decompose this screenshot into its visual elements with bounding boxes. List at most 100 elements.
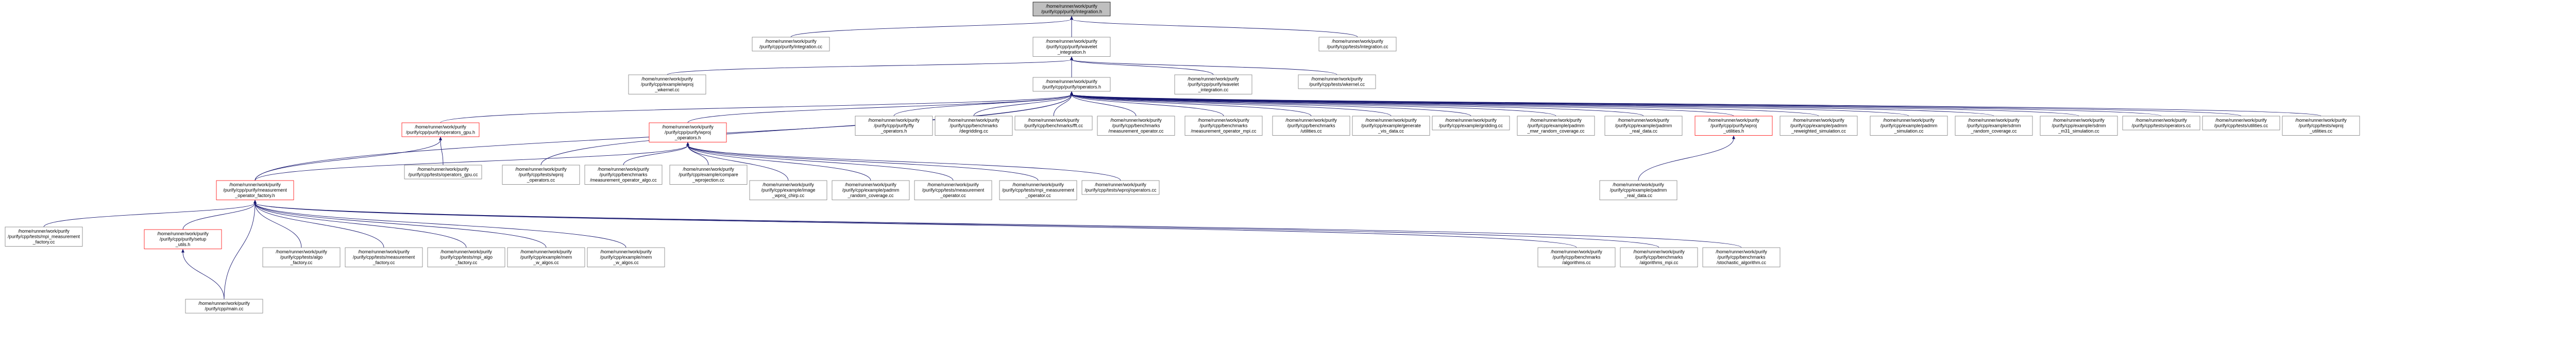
node-box <box>669 165 748 185</box>
graph-node[interactable]: /home/runner/work/purify/purify/cpp/exam… <box>669 165 748 185</box>
graph-node[interactable]: /home/runner/work/purify/purify/cpp/benc… <box>1620 247 1698 267</box>
node-label: /purify/cpp/tests/wproj <box>2298 123 2343 128</box>
graph-node[interactable]: /home/runner/work/purify/purify/cpp/exam… <box>1432 116 1510 131</box>
node-label: /algorithms.cc <box>1562 260 1591 265</box>
graph-node[interactable]: /home/runner/work/purify/purify/cpp/puri… <box>1174 74 1252 94</box>
node-label: /purify/cpp/tests/measurement <box>353 255 415 260</box>
node-label: _integration.h <box>1057 50 1086 55</box>
graph-node[interactable]: /home/runner/work/purify/purify/cpp/benc… <box>1272 116 1350 136</box>
node-box <box>345 247 423 267</box>
node-label: /stochastic_algorithm.cc <box>1717 260 1767 265</box>
graph-node[interactable]: /home/runner/work/purify/purify/cpp/exam… <box>1352 116 1430 136</box>
graph-node[interactable]: /home/runner/work/purify/purify/cpp/exam… <box>1870 116 1948 136</box>
node-label: /home/runner/work/purify <box>598 167 649 172</box>
arrow-head <box>686 142 689 146</box>
node-label: _integration.cc <box>1198 87 1229 92</box>
graph-node[interactable]: /home/runner/work/purify/purify/cpp/test… <box>2202 116 2280 131</box>
graph-node[interactable]: /home/runner/work/purify/purify/cpp/test… <box>1081 180 1160 195</box>
graph-node[interactable]: /home/runner/work/purify/purify/cpp/puri… <box>144 229 222 249</box>
arrow-head <box>181 249 184 253</box>
dependency-edge <box>1071 94 1312 117</box>
graph-node[interactable]: /home/runner/work/purify/purify/cpp/benc… <box>1184 116 1263 136</box>
graph-node[interactable]: /home/runner/work/purify/purify/cpp/exam… <box>1780 116 1858 136</box>
node-layer: /home/runner/work/purify/purify/cpp/puri… <box>5 2 2360 314</box>
graph-node[interactable]: /home/runner/work/purify/purify/cpp/puri… <box>1694 116 1773 136</box>
node-label: /degridding.cc <box>959 128 989 134</box>
node-box <box>1032 2 1111 17</box>
graph-node[interactable]: /home/runner/work/purify/purify/cpp/exam… <box>1517 116 1595 136</box>
node-label: /home/runner/work/purify <box>1110 118 1162 123</box>
graph-node[interactable]: /home/runner/work/purify/purify/cpp/exam… <box>1604 116 1683 136</box>
node-label: /purify/cpp/purify/integration.cc <box>759 44 823 50</box>
graph-node[interactable]: /home/runner/work/purify/purify/cpp/test… <box>914 180 992 200</box>
node-label: _real_data.cc <box>1629 128 1658 134</box>
node-label: /home/runner/work/purify <box>641 76 693 82</box>
graph-node[interactable]: /home/runner/work/purify/purify/cpp/benc… <box>584 165 663 185</box>
node-label: /home/runner/work/purify <box>1613 182 1664 187</box>
graph-node[interactable]: /home/runner/work/purify/purify/cpp/puri… <box>649 122 727 142</box>
node-label: /purify/cpp/example/sdmm <box>2052 123 2106 128</box>
node-label: /home/runner/work/purify <box>2136 118 2187 123</box>
graph-node[interactable]: /home/runner/work/purify/purify/cpp/puri… <box>1032 77 1111 92</box>
node-label: /purify/cpp/example/padmm <box>842 188 900 193</box>
graph-node[interactable]: /home/runner/work/purify/purify/cpp/benc… <box>935 116 1013 136</box>
node-label: /home/runner/work/purify <box>2295 118 2347 123</box>
graph-node[interactable]: /home/runner/work/purify/purify/cpp/benc… <box>1097 116 1175 136</box>
node-label: /purify/cpp/purify/fly <box>874 123 914 128</box>
graph-node[interactable]: /home/runner/work/purify/purify/cpp/exam… <box>2040 116 2118 136</box>
node-label: _operators.h <box>674 135 701 140</box>
graph-node[interactable]: /home/runner/work/purify/purify/cpp/test… <box>2282 116 2360 136</box>
node-label: /home/runner/work/purify <box>2053 118 2105 123</box>
node-label: /home/runner/work/purify <box>1332 39 1383 44</box>
graph-node[interactable]: /home/runner/work/purify/purify/cpp/puri… <box>216 180 294 200</box>
graph-node[interactable]: /home/runner/work/purify/purify/cpp/test… <box>1298 74 1376 89</box>
node-label: /purify/cpp/example/sdmm <box>1967 123 2021 128</box>
graph-node[interactable]: /home/runner/work/purify/purify/cpp/test… <box>427 247 505 267</box>
node-label: _operator.cc <box>940 193 966 198</box>
node-label: /purify/cpp/example/padmm <box>1790 123 1848 128</box>
graph-node[interactable]: /home/runner/work/purify/purify/cpp/puri… <box>401 122 480 137</box>
graph-node[interactable]: /home/runner/work/purify/purify/cpp/exam… <box>587 247 665 267</box>
graph-node[interactable]: /home/runner/work/purify/purify/cpp/exam… <box>1955 116 2033 136</box>
node-label: /home/runner/work/purify <box>1365 118 1417 123</box>
node-label: _random_coverage.cc <box>847 193 894 198</box>
node-box <box>749 180 827 200</box>
graph-node[interactable]: /home/runner/work/purify/purify/cpp/test… <box>345 247 423 267</box>
node-label: /purify/cpp/benchmarks <box>1635 255 1683 260</box>
dependency-edge <box>1071 94 1644 117</box>
graph-node[interactable]: /home/runner/work/purify/purify/cpp/exam… <box>832 180 910 200</box>
node-label: /algorithms_mpi.cc <box>1639 260 1679 265</box>
graph-node[interactable]: /home/runner/work/purify/purify/cpp/test… <box>262 247 341 267</box>
graph-node[interactable]: /home/runner/work/purify/purify/cpp/test… <box>404 165 482 180</box>
node-box <box>262 247 341 267</box>
graph-node[interactable]: /home/runner/work/purify/purify/cpp/main… <box>185 299 263 314</box>
arrow-head <box>1732 135 1735 139</box>
graph-node[interactable]: /home/runner/work/purify/purify/cpp/benc… <box>1014 116 1093 131</box>
graph-node[interactable]: /home/runner/work/purify/purify/cpp/puri… <box>855 116 933 136</box>
node-box <box>1298 74 1376 89</box>
graph-node[interactable]: /home/runner/work/purify/purify/cpp/exam… <box>628 74 706 94</box>
node-label: /home/runner/work/purify <box>1285 118 1337 123</box>
graph-node[interactable]: /home/runner/work/purify/purify/cpp/puri… <box>1032 37 1111 57</box>
node-label: /home/runner/work/purify <box>1883 118 1935 123</box>
graph-node[interactable]: /home/runner/work/purify/purify/cpp/puri… <box>1032 2 1111 17</box>
dependency-edge <box>182 252 225 300</box>
graph-node[interactable]: /home/runner/work/purify/purify/cpp/test… <box>2122 116 2200 131</box>
graph-node[interactable]: /home/runner/work/purify/purify/cpp/test… <box>5 226 83 247</box>
node-label: /purify/cpp/tests/utilities.cc <box>2214 123 2268 128</box>
graph-node[interactable]: /home/runner/work/purify/purify/cpp/benc… <box>1702 247 1781 267</box>
node-label: /home/runner/work/purify <box>1311 76 1363 82</box>
graph-node[interactable]: /home/runner/work/purify/purify/cpp/test… <box>1318 37 1397 52</box>
graph-node[interactable]: /home/runner/work/purify/purify/cpp/exam… <box>507 247 585 267</box>
node-label: /purify/cpp/tests/operators_gpu.cc <box>408 172 478 177</box>
graph-node[interactable]: /home/runner/work/purify/purify/cpp/test… <box>502 165 580 185</box>
node-label: /home/runner/work/purify <box>358 249 410 254</box>
graph-node[interactable]: /home/runner/work/purify/purify/cpp/benc… <box>1537 247 1616 267</box>
graph-node[interactable]: /home/runner/work/purify/purify/cpp/exam… <box>749 180 827 200</box>
graph-node[interactable]: /home/runner/work/purify/purify/cpp/test… <box>999 180 1077 200</box>
graph-node[interactable]: /home/runner/work/purify/purify/cpp/puri… <box>752 37 830 52</box>
node-box <box>502 165 580 185</box>
node-label: /purify/cpp/benchmarks <box>1717 255 1766 260</box>
dependency-edge <box>1071 94 2321 117</box>
graph-node[interactable]: /home/runner/work/purify/purify/cpp/exam… <box>1599 180 1677 200</box>
